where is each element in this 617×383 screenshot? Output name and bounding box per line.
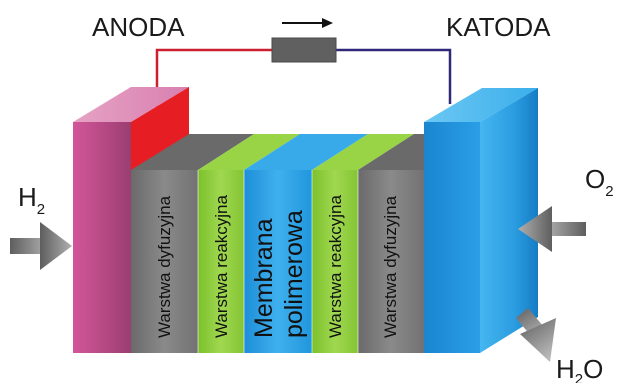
cathode-wire bbox=[336, 48, 452, 104]
h2-inlet-arrow bbox=[10, 222, 72, 270]
reaction-layer-right-label: Warstwa reakcyjna bbox=[326, 194, 345, 338]
stack-top-faces bbox=[131, 134, 470, 170]
reaction-layer-right: Warstwa reakcyjna bbox=[312, 170, 358, 353]
cathode-plate bbox=[424, 88, 538, 353]
h2o-label: H2O bbox=[556, 354, 603, 383]
diffusion-layer-left: Warstwa dyfuzyjna bbox=[131, 170, 198, 353]
reaction-layer-left-label: Warstwa reakcyjna bbox=[212, 194, 231, 338]
o2-label: O2 bbox=[585, 164, 614, 200]
o2-inlet-arrow bbox=[518, 206, 586, 252]
membrane-label-line1: Membrana bbox=[250, 218, 278, 338]
reaction-layer-left: Warstwa reakcyjna bbox=[198, 170, 244, 353]
cathode-label: KATODA bbox=[446, 12, 551, 42]
h2o-outlet-arrow bbox=[516, 308, 556, 362]
membrane-label-line2: polimerowa bbox=[280, 210, 308, 338]
h2-label: H2 bbox=[18, 182, 45, 218]
diffusion-layer-right: Warstwa dyfuzyjna bbox=[358, 170, 424, 353]
diffusion-layer-right-label: Warstwa dyfuzyjna bbox=[381, 195, 400, 338]
current-direction-arrow bbox=[282, 18, 333, 28]
load-resistor bbox=[271, 37, 337, 63]
polymer-membrane: Membrana polimerowa bbox=[244, 170, 312, 353]
diffusion-layer-left-label: Warstwa dyfuzyjna bbox=[155, 195, 174, 338]
anode-label: ANODA bbox=[92, 12, 185, 42]
layer-separators bbox=[197, 170, 359, 353]
